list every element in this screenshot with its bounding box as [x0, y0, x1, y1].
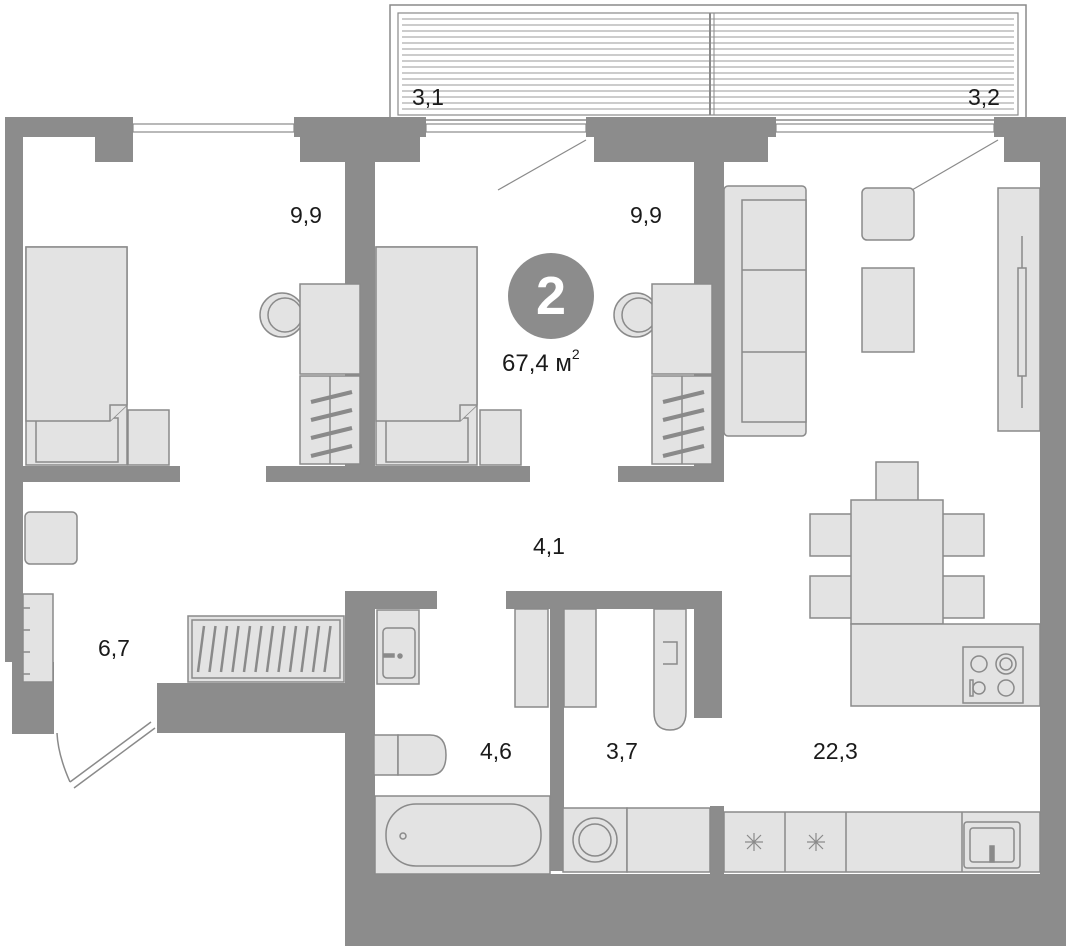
pouf-icon [861, 187, 915, 241]
wardrobe-icon [651, 375, 713, 465]
desk-icon [651, 283, 713, 375]
area-label-balcony-right: 3,2 [968, 84, 1000, 110]
area-label-balcony-left: 3,1 [412, 84, 444, 110]
nightstand-icon [479, 409, 522, 466]
area-label-bathroom: 4,6 [480, 738, 512, 764]
total-area: 67,4 м2 [502, 346, 580, 378]
desk-icon [299, 283, 361, 375]
pouf-icon [24, 511, 78, 565]
dining-table-icon [809, 461, 985, 625]
area-label-wc: 3,7 [606, 738, 638, 764]
bed-icon [375, 246, 478, 466]
entrance-door [56, 721, 156, 789]
toilet-icon [373, 734, 447, 776]
wardrobe-icon [187, 615, 345, 683]
sink-icon [376, 609, 420, 685]
windows [132, 123, 995, 133]
coffee-table-icon [861, 267, 915, 353]
stove-icon [962, 646, 1024, 704]
total-area-value: 67,4 м [502, 350, 572, 377]
sink-icon [963, 821, 1021, 869]
bathtub-icon [374, 795, 551, 875]
cabinet-icon [626, 807, 711, 873]
washing-machine-icon [562, 807, 628, 873]
chair-icon [613, 292, 659, 338]
area-label-hall: 6,7 [98, 635, 130, 661]
rooms-count-badge: 2 [508, 253, 594, 339]
fridge-icon [745, 833, 825, 851]
area-label-bedroom-right: 9,9 [630, 202, 662, 228]
bed-icon [25, 246, 128, 466]
chair-icon [259, 292, 305, 338]
balcony [389, 4, 1027, 121]
tv-stand-icon [997, 187, 1041, 432]
area-label-corridor: 4,1 [533, 533, 565, 559]
furniture [22, 185, 1041, 875]
cabinet-icon [563, 608, 597, 708]
wardrobe-icon [299, 375, 361, 465]
nightstand-icon [127, 409, 170, 466]
area-label-bedroom-left: 9,9 [290, 202, 322, 228]
balcony-door-lines [497, 139, 999, 191]
shoe-rack-icon [22, 593, 54, 683]
sofa-icon [723, 185, 807, 437]
walls [5, 117, 1066, 946]
cabinet-icon [514, 608, 549, 708]
toilet-icon [653, 608, 687, 731]
total-area-unit-sup: 2 [571, 346, 580, 362]
area-label-kitchen-living: 22,3 [813, 738, 858, 764]
